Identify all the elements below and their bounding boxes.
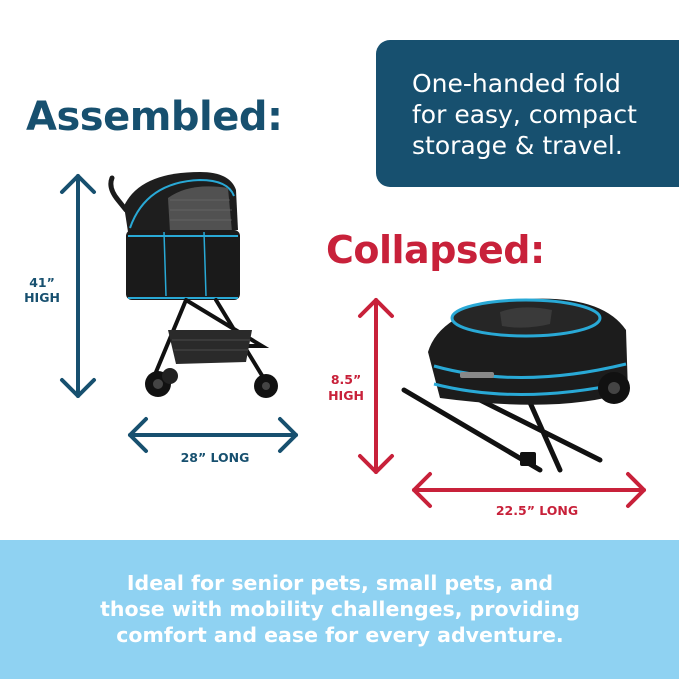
assembled-height-arrow [60,174,96,398]
collapsed-length-arrow [412,472,646,508]
fold-callout-line-1: One-handed fold [412,69,621,98]
fold-callout-box: One-handed fold for easy, compact storag… [376,40,679,187]
bottom-banner: Ideal for senior pets, small pets, and t… [0,540,679,679]
collapsed-heading: Collapsed: [326,228,545,272]
assembled-stroller-image [108,172,278,398]
collapsed-height-unit: HIGH [328,388,364,403]
banner-line-2: those with mobility challenges, providin… [100,597,580,621]
banner-line-3: comfort and ease for every adventure. [116,623,564,647]
collapsed-length-label: 22.5” LONG [495,503,579,518]
assembled-height-unit: HIGH [24,290,60,305]
fold-callout-line-2: for easy, compact [412,100,637,129]
collapsed-height-value: 8.5” [330,372,362,387]
assembled-height-value: 41” [29,275,55,290]
assembled-heading: Assembled: [26,94,283,140]
fold-callout-text: One-handed fold for easy, compact storag… [412,68,672,161]
banner-line-1: Ideal for senior pets, small pets, and [126,571,554,595]
banner-text: Ideal for senior pets, small pets, and t… [40,570,640,648]
collapsed-height-arrow [358,298,394,474]
collapsed-stroller-image [401,298,630,473]
assembled-length-label: 28” LONG [180,450,250,465]
assembled-length-arrow [128,417,298,453]
fold-callout-line-3: storage & travel. [412,131,623,160]
